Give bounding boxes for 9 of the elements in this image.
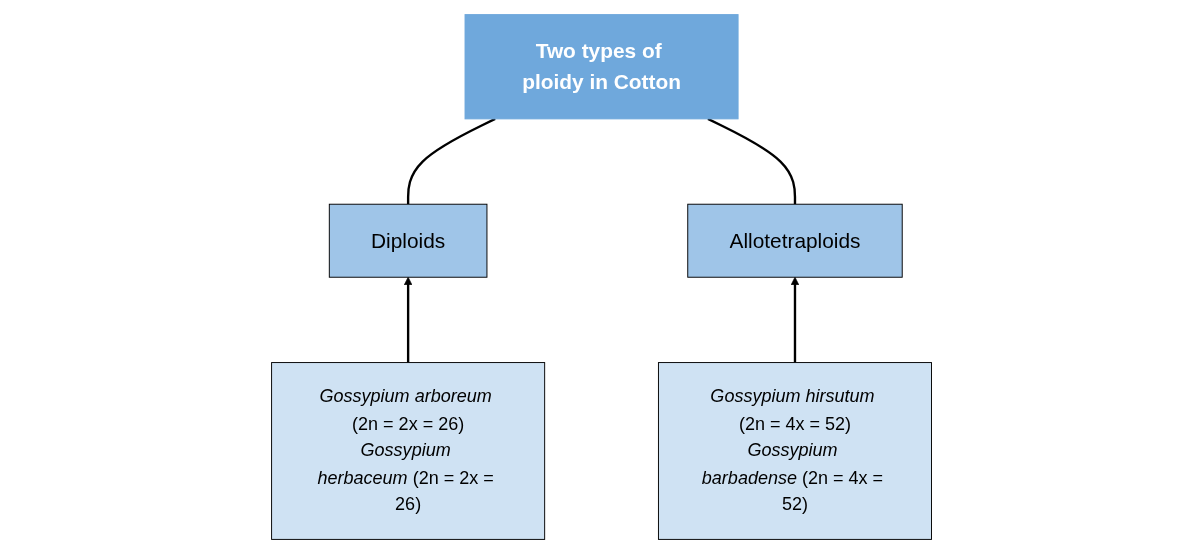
node-box: Gossypium arboreum (2n = 2x = 26) Gossypium herbaceum (2n = 2x = 26) [271, 362, 546, 540]
node-box: Gossypium hirsutum (2n = 4x = 52) Gossypium barbadense (2n = 4x = 52) [658, 362, 933, 540]
arrow [404, 276, 413, 363]
connector [707, 117, 797, 205]
arrow [791, 276, 800, 363]
node-box: Diploids [329, 203, 488, 278]
node-box: Allotetraploids [687, 203, 904, 278]
connector [407, 117, 497, 205]
node-box: Two types of ploidy in Cotton [465, 14, 739, 120]
